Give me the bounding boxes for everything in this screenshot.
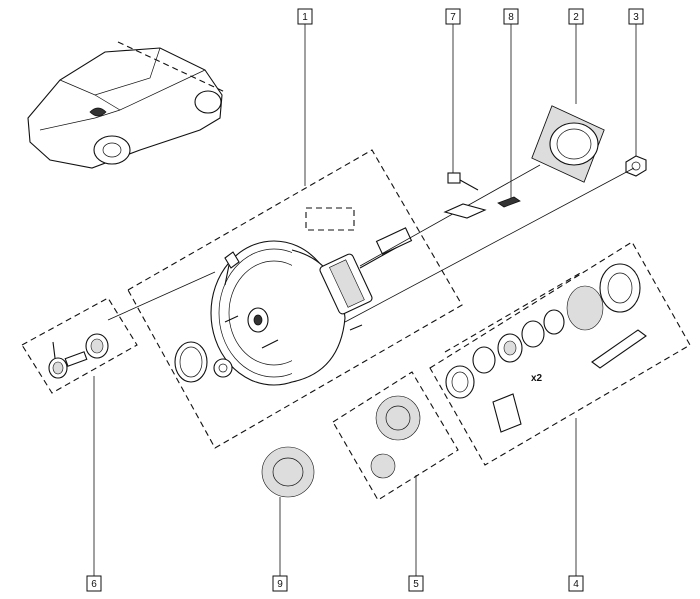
callout-1: 1 [297,8,313,25]
svg-text:4: 4 [573,579,579,590]
callout-7: 7 [445,8,461,25]
boot-icon [370,395,421,479]
svg-text:8: 8 [508,12,514,23]
seal-kit-icon [445,263,647,433]
callout-2: 2 [568,8,584,25]
brake-booster-icon [210,227,413,386]
svg-text:6: 6 [91,579,97,590]
fitting-icon [48,333,109,379]
callout-6: 6 [86,575,102,592]
svg-text:3: 3 [633,12,639,23]
callout-3: 3 [628,8,644,25]
group-6-outline [21,297,138,394]
boot-icon [261,446,315,498]
nut-icon [213,358,233,378]
car-location-icon [27,41,226,169]
svg-text:5: 5 [413,579,419,590]
group-4-outline [429,241,691,466]
group-5-outline [332,371,459,501]
callout-5: 5 [408,575,424,592]
clip-icon [443,196,521,219]
svg-text:1: 1 [302,12,308,23]
bolt-icon [447,172,479,191]
callout-4: 4 [568,575,584,592]
quantity-label: x2 [531,373,543,384]
nut-icon [625,155,647,177]
hidden-part-outline [305,207,355,231]
svg-text:9: 9 [277,579,283,590]
gasket-icon [531,105,605,183]
svg-text:7: 7 [450,12,456,23]
group-1-outline [127,149,463,449]
callout-8: 8 [503,8,519,25]
svg-text:2: 2 [573,12,579,23]
callout-9: 9 [272,575,288,592]
